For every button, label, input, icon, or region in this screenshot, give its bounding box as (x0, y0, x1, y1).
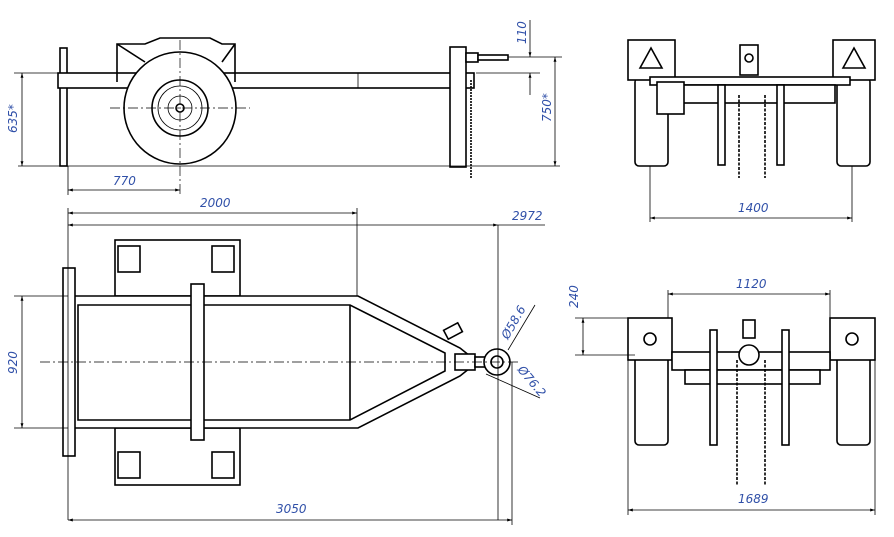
dim-920: 920 (6, 351, 20, 374)
top-view: Ø58.6 Ø76.2 2000 2972 920 3050 (6, 196, 549, 525)
top-wheel-upper (114, 239, 241, 297)
dim-750: 750* (540, 93, 554, 122)
dim-770: 770 (113, 174, 136, 188)
dim-1120: 1120 (736, 277, 767, 291)
top-wheel-lower (114, 427, 241, 486)
dim-1689: 1689 (738, 492, 769, 506)
rear-view: 1120 240 1689 (567, 277, 876, 515)
side-view: 635* 750* 110 770 (6, 20, 562, 195)
front-view: 1400 (627, 39, 876, 222)
dim-110: 110 (515, 21, 529, 44)
dim-1400: 1400 (738, 201, 769, 215)
dim-2000: 2000 (200, 196, 231, 210)
dim-2972: 2972 (512, 209, 543, 223)
dim-240: 240 (567, 285, 581, 308)
dim-3050: 3050 (276, 502, 307, 516)
dim-635: 635* (6, 104, 20, 133)
